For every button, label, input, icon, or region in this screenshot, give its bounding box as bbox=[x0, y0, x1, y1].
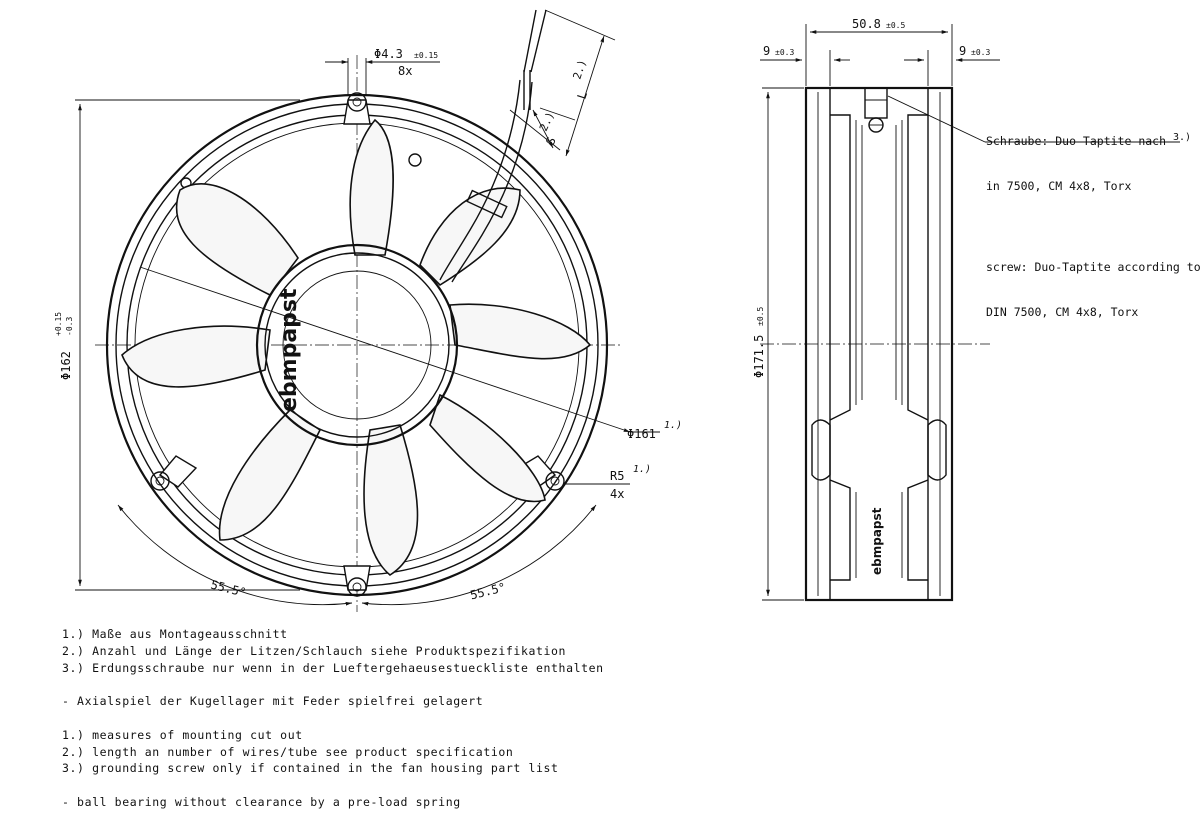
screw-callout: Schraube: Duo-Taptite nach 3.) in 7500, … bbox=[986, 100, 1200, 335]
svg-text:S: S bbox=[543, 135, 559, 147]
svg-text:1.): 1.) bbox=[664, 420, 682, 431]
fan-hub bbox=[255, 243, 459, 447]
side-brand-label: ebmpapst bbox=[870, 507, 884, 575]
svg-text:±0.5: ±0.5 bbox=[886, 21, 905, 30]
note-en-3: 3.) grounding screw only if contained in… bbox=[62, 761, 559, 776]
svg-text:±0.15: ±0.15 bbox=[414, 51, 438, 60]
screw-note-en-2: DIN 7500, CM 4x8, Torx bbox=[986, 304, 1139, 319]
dim-side-width: 50.8 ±0.5 bbox=[852, 17, 905, 31]
side-view: ebmpapst 50.8 ±0.5 9 ±0.3 9 ±0.3 Φ1 bbox=[752, 17, 1180, 602]
dim-tube-length: 2.) S bbox=[537, 110, 559, 148]
dim-left-flange: 9 ±0.3 bbox=[763, 44, 794, 58]
svg-text:4x: 4x bbox=[610, 487, 624, 501]
angle-right-label: 55.5° bbox=[469, 580, 507, 602]
drawing-notes: 1.) Maße aus Montageausschnitt 2.) Anzah… bbox=[62, 626, 702, 811]
svg-text:1.): 1.) bbox=[633, 464, 651, 475]
note-de-3: 3.) Erdungsschraube nur wenn in der Luef… bbox=[62, 660, 604, 675]
svg-text:±0.3: ±0.3 bbox=[971, 48, 990, 57]
angle-left-label: 55.5° bbox=[209, 578, 247, 600]
screw-note-de-2: in 7500, CM 4x8, Torx bbox=[986, 178, 1132, 193]
dim-outer-diameter: Φ162 +0.15 -0.3 bbox=[54, 312, 74, 380]
dim-cutout-diameter: Φ161 1.) bbox=[627, 420, 682, 441]
note-de-4: - Axialspiel der Kugellager mit Feder sp… bbox=[62, 694, 484, 709]
screw-note-ref: 3.) bbox=[1172, 132, 1192, 143]
mounting-hole-top bbox=[347, 92, 367, 112]
svg-text:-0.3: -0.3 bbox=[65, 317, 74, 336]
hub-brand-label: ebmpapst bbox=[277, 288, 302, 412]
note-de-1: 1.) Maße aus Montageausschnitt bbox=[62, 627, 288, 641]
note-en-2: 2.) length an number of wires/tube see p… bbox=[62, 744, 514, 759]
svg-text:±0.5: ±0.5 bbox=[756, 307, 765, 326]
svg-text:50.8: 50.8 bbox=[852, 17, 881, 31]
dim-side-height: Φ171.5 ±0.5 bbox=[752, 307, 766, 378]
svg-text:2.): 2.) bbox=[570, 58, 589, 81]
note-en-1: 1.) measures of mounting cut out bbox=[62, 727, 303, 742]
svg-text:R5: R5 bbox=[610, 469, 624, 483]
cable-bundle bbox=[439, 9, 547, 283]
svg-text:+0.15: +0.15 bbox=[54, 312, 63, 336]
svg-text:9: 9 bbox=[959, 44, 966, 58]
note-de-2: 2.) Anzahl und Länge der Litzen/Schlauch… bbox=[62, 643, 567, 658]
front-view: ebmpapst Φ4.3 ±0.15 8x Φ162 +0.15 -0.3 Φ… bbox=[54, 9, 682, 612]
mounting-hole-left bbox=[150, 471, 170, 491]
svg-text:8x: 8x bbox=[398, 64, 412, 78]
mounting-hole-right bbox=[545, 471, 565, 491]
svg-text:Φ4.3: Φ4.3 bbox=[374, 47, 403, 61]
fan-outer-frame bbox=[105, 93, 609, 597]
svg-text:L: L bbox=[575, 90, 591, 101]
svg-text:Φ162: Φ162 bbox=[59, 351, 73, 380]
dim-radius: R5 1.) 4x bbox=[610, 464, 651, 501]
svg-text:Φ171.5: Φ171.5 bbox=[752, 335, 766, 378]
svg-text:±0.3: ±0.3 bbox=[775, 48, 794, 57]
screw-note-en-1: screw: Duo-Taptite according to bbox=[986, 259, 1200, 274]
dim-wire-length: 2.) L bbox=[570, 58, 590, 101]
svg-text:9: 9 bbox=[763, 44, 770, 58]
screw-note-de-1: Schraube: Duo-Taptite nach bbox=[986, 133, 1167, 148]
dim-right-flange: 9 ±0.3 bbox=[959, 44, 990, 58]
note-en-4: - ball bearing without clearance by a pr… bbox=[62, 794, 461, 809]
svg-text:Φ161: Φ161 bbox=[627, 427, 656, 441]
dim-hole-diameter: Φ4.3 ±0.15 8x bbox=[374, 47, 438, 78]
